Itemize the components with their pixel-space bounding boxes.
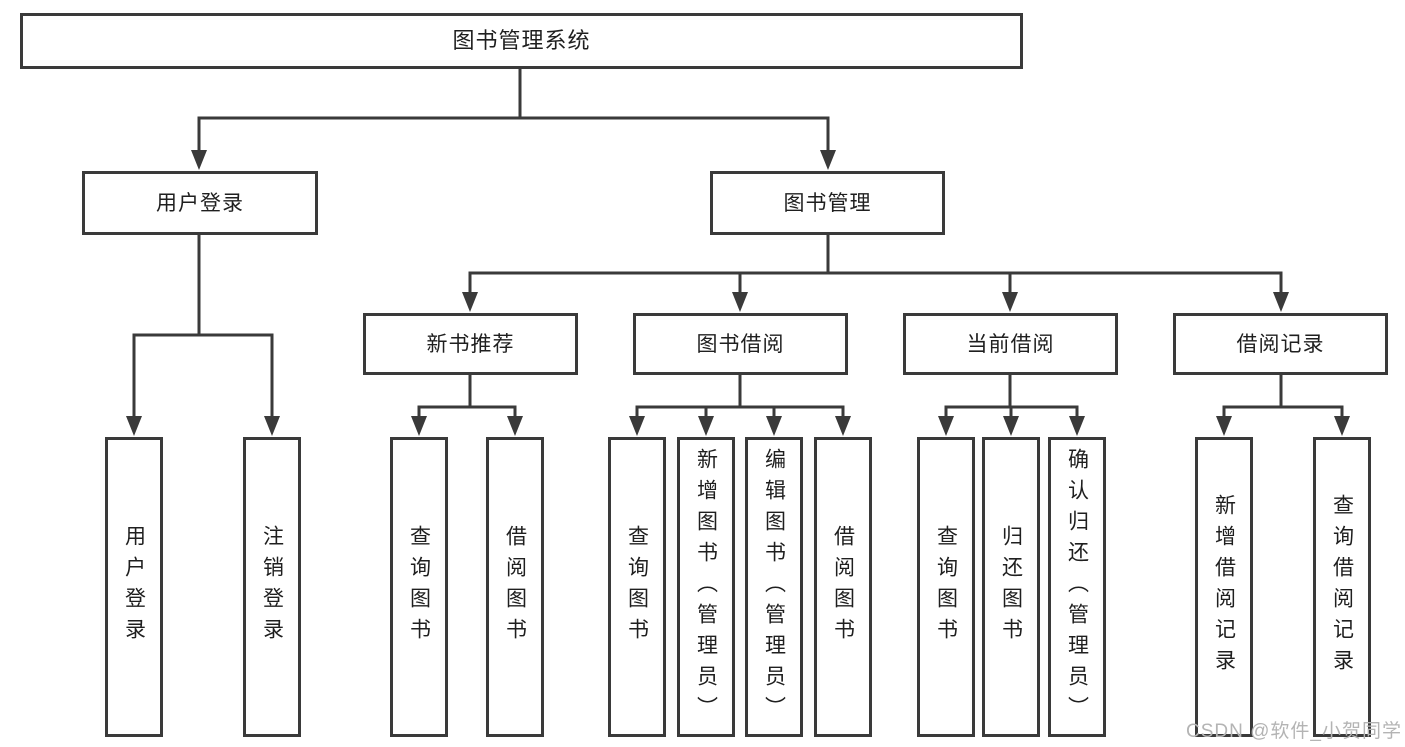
node-user-login: 用户登录 — [82, 171, 318, 235]
leaf-query-books: 查询图书 — [917, 437, 975, 737]
arrowhead-icon — [1003, 416, 1019, 436]
connector-records-split — [1222, 405, 1344, 422]
leaf-borrow-books: 借阅图书 — [486, 437, 544, 737]
arrowhead-icon — [126, 416, 142, 436]
arrowhead-icon — [938, 416, 954, 436]
leaf-add-borrow-record: 新增借阅记录 — [1195, 437, 1253, 737]
arrowhead-icon — [1069, 416, 1085, 436]
arrowhead-icon — [1273, 292, 1289, 312]
arrowhead-icon — [411, 416, 427, 436]
arrowhead-icon — [1334, 416, 1350, 436]
leaf-user-login: 用户登录 — [105, 437, 163, 737]
node-current-borrow: 当前借阅 — [903, 313, 1118, 375]
arrowhead-icon — [191, 150, 207, 170]
arrowhead-icon — [1216, 416, 1232, 436]
connector-current-split — [944, 405, 1079, 422]
arrowhead-icon — [766, 416, 782, 436]
node-library-system: 图书管理系统 — [20, 13, 1023, 69]
connector-root-split — [197, 116, 830, 158]
node-book-management: 图书管理 — [710, 171, 945, 235]
node-book-borrow: 图书借阅 — [633, 313, 848, 375]
arrowhead-icon — [732, 292, 748, 312]
watermark: CSDN @软件_小贺同学 — [1186, 721, 1402, 742]
leaf-borrow-books: 借阅图书 — [814, 437, 872, 737]
arrowhead-icon — [629, 416, 645, 436]
node-new-book-recommend: 新书推荐 — [363, 313, 578, 375]
leaf-edit-book-admin: 编辑图书（管理员） — [745, 437, 803, 737]
connector-new-rec-split — [417, 405, 517, 422]
leaf-query-borrow-record: 查询借阅记录 — [1313, 437, 1371, 737]
arrowhead-icon — [820, 150, 836, 170]
arrowhead-icon — [264, 416, 280, 436]
connector-book-mgmt-split — [468, 271, 1283, 298]
leaf-add-book-admin: 新增图书（管理员） — [677, 437, 735, 737]
arrowhead-icon — [835, 416, 851, 436]
leaf-query-books: 查询图书 — [608, 437, 666, 737]
arrowhead-icon — [507, 416, 523, 436]
arrowhead-icon — [698, 416, 714, 436]
connector-borrow-split — [635, 405, 845, 422]
connector-user-login-split — [132, 333, 274, 420]
leaf-query-books: 查询图书 — [390, 437, 448, 737]
leaf-logout: 注销登录 — [243, 437, 301, 737]
arrowhead-icon — [1002, 292, 1018, 312]
leaf-return-books: 归还图书 — [982, 437, 1040, 737]
arrowhead-icon — [462, 292, 478, 312]
node-borrow-records: 借阅记录 — [1173, 313, 1388, 375]
leaf-confirm-return-admin: 确认归还（管理员） — [1048, 437, 1106, 737]
